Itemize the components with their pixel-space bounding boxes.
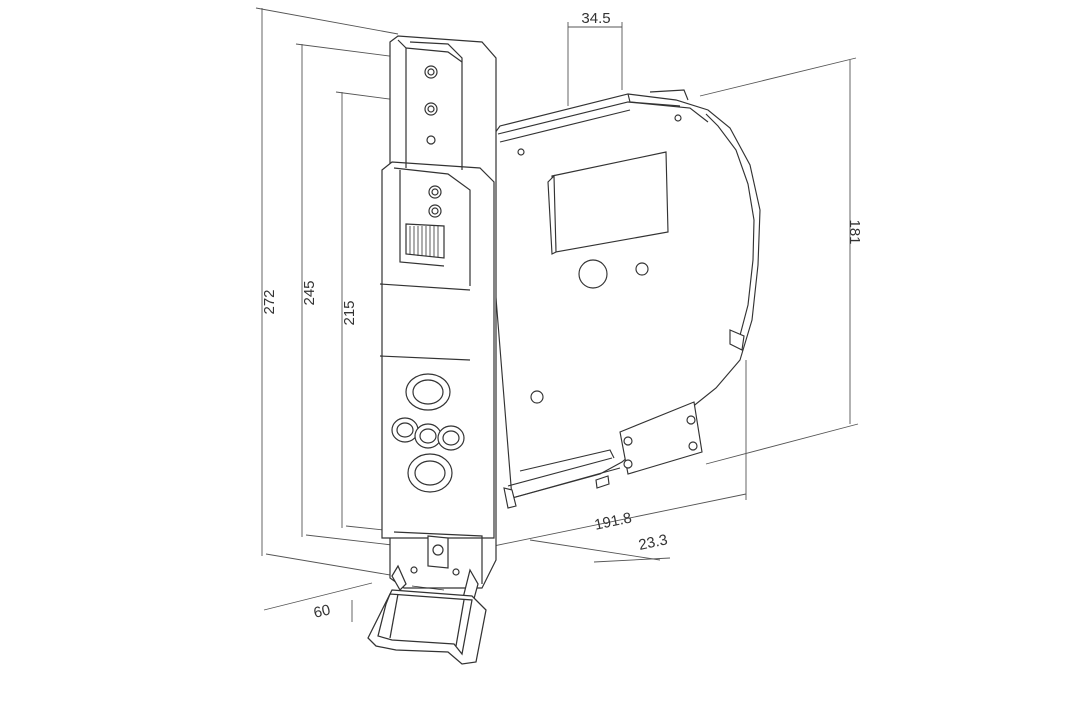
dim-181-label: 181 xyxy=(846,219,863,244)
front-control-panel xyxy=(379,35,497,589)
dim-60-label: 60 xyxy=(312,601,332,621)
dim-215-label: 215 xyxy=(341,300,358,325)
dimension-lines xyxy=(255,7,859,622)
dim-272-label: 272 xyxy=(261,289,278,314)
case-body xyxy=(483,89,761,509)
dim-34-5-label: 34.5 xyxy=(581,10,610,27)
fold-out-clip xyxy=(367,564,487,665)
dim-191-8-label: 191.8 xyxy=(593,509,633,533)
dimension-labels: 272 245 215 181 34.5 191.8 23.3 60 xyxy=(261,10,863,622)
dim-245-label: 245 xyxy=(301,280,318,305)
dim-23-3-label: 23.3 xyxy=(637,531,669,554)
